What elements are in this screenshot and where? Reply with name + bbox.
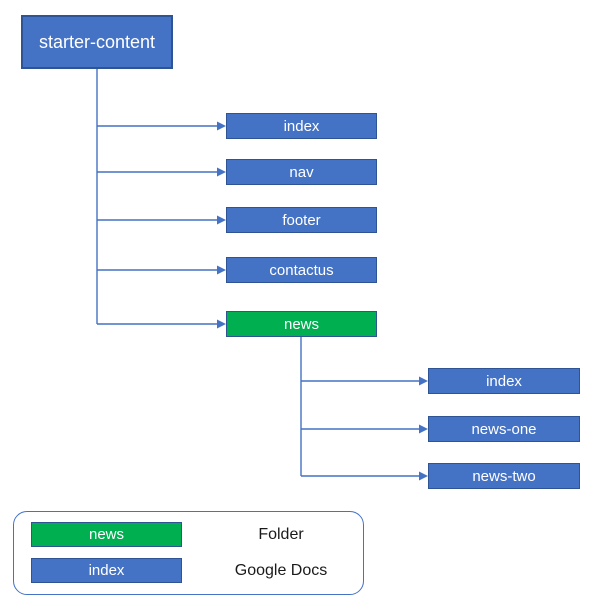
arrowhead-news — [217, 319, 226, 329]
node-label: starter-content — [38, 32, 156, 52]
node-news-one: news-one — [428, 416, 580, 442]
node-label: index — [486, 372, 522, 390]
node-footer: footer — [226, 207, 377, 233]
arrowhead-footer — [217, 215, 226, 225]
node-nav: nav — [226, 159, 377, 185]
node-index: index — [226, 113, 377, 139]
legend-folder-swatch: news — [31, 522, 182, 547]
arrowhead-news-one — [419, 424, 428, 434]
legend-doc-swatch: index — [31, 558, 182, 583]
node-news: news — [226, 311, 377, 337]
legend-doc-description: Google Docs — [234, 561, 328, 579]
node-news-two: news-two — [428, 463, 580, 489]
node-label: contactus — [269, 261, 334, 279]
node-contactus: contactus — [226, 257, 377, 283]
legend-swatch-label: news — [88, 526, 125, 543]
arrowhead-nav — [217, 167, 226, 177]
node-label: news-one — [471, 420, 537, 438]
legend-swatch-label: index — [88, 562, 125, 579]
node-label: index — [283, 117, 320, 135]
arrowhead-index — [217, 121, 226, 131]
node-starter-content: starter-content — [21, 15, 173, 69]
arrowhead-contactus — [217, 265, 226, 275]
arrowhead-news-two — [419, 471, 428, 481]
node-label: news — [283, 315, 320, 333]
node-label: footer — [282, 211, 321, 229]
node-news-index: index — [428, 368, 580, 394]
legend-folder-description: Folder — [258, 525, 304, 543]
legend: news Folder index Google Docs — [13, 511, 364, 595]
node-label: nav — [289, 163, 314, 181]
node-label: news-two — [472, 467, 536, 485]
arrowhead-news-index — [419, 376, 428, 386]
